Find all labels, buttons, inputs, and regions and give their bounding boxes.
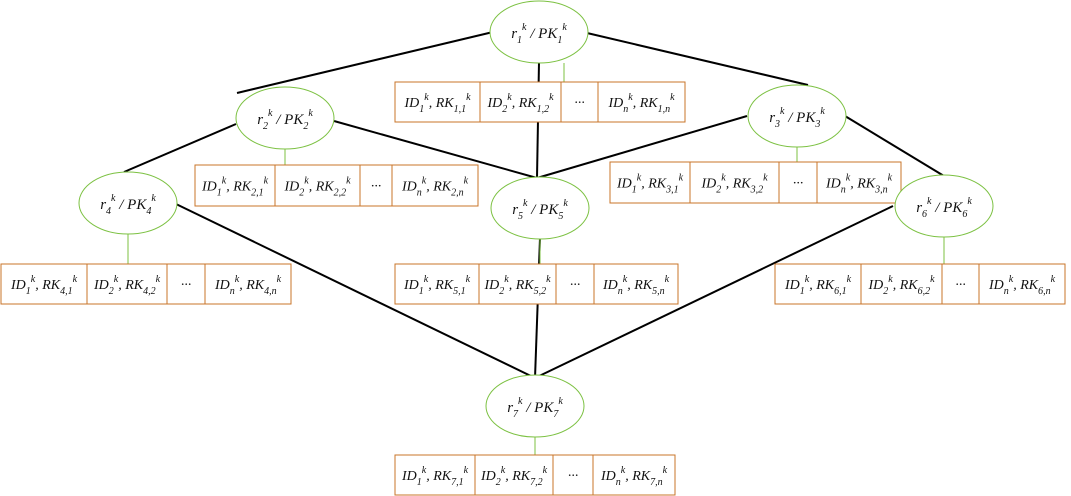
table-cell [609, 161, 691, 204]
table-cell [274, 164, 361, 207]
cell-label: ID2k, RK7,2k [480, 465, 548, 488]
node-label: r1k / PK1k [511, 22, 567, 46]
table-n5: ID1k, RK5,1k ID2k, RK5,2k ··· IDnk, RK5,nk [394, 263, 679, 305]
edge-n2-n5 [333, 120, 538, 179]
cell-label: IDnk, RK2,nk [401, 176, 469, 199]
table-n7: ID1k, RK7,1k ID2k, RK7,2k ··· IDnk, RK7,nk [394, 454, 676, 496]
ellipsis-label: ··· [181, 278, 192, 293]
table-cell [479, 81, 562, 123]
edge-n3-n6 [844, 115, 945, 177]
node-ellipse [747, 84, 847, 148]
cell-label: IDnk, RK5,nk [602, 274, 670, 297]
cell-label: IDnk, RK6,nk [988, 274, 1056, 297]
cell-label: IDnk, RK4,nk [214, 274, 282, 297]
node-n5: r5k / PK5k [490, 176, 590, 240]
ellipsis-label: ··· [570, 278, 581, 293]
table-cell [204, 263, 292, 305]
ellipsis-label: ··· [371, 180, 382, 195]
ellipsis-label: ··· [568, 469, 579, 484]
node-label: r7k / PK7k [507, 396, 563, 420]
edge-n1-n2 [236, 31, 494, 94]
node-n6: r6k / PK6k [894, 174, 994, 238]
edge-n6-n7 [534, 205, 894, 379]
cell-label: ID2k, RK5,2k [483, 274, 551, 297]
table-cell [86, 263, 168, 305]
edge-n2-n4 [123, 123, 237, 173]
ellipsis-label: ··· [793, 177, 804, 192]
cell-label: ID2k, RK1,2k [486, 92, 554, 115]
table-cell [166, 263, 206, 305]
node-label: r6k / PK6k [916, 196, 972, 220]
node-ellipse [78, 171, 178, 235]
table-cell [689, 161, 780, 204]
edge-n3-n5 [536, 115, 748, 179]
node-label: r4k / PK4k [100, 193, 156, 217]
table-cell [592, 454, 676, 496]
table-cell [391, 164, 479, 207]
node-ellipse [490, 176, 590, 240]
node-label: r3k / PK3k [769, 106, 825, 130]
table-cell [816, 161, 902, 204]
cell-label: ID2k, RK4,2k [93, 274, 161, 297]
ellipsis-label: ··· [574, 96, 585, 111]
cell-label: ID2k, RK6,2k [867, 274, 935, 297]
cell-label: ID1k, RK6,1k [784, 274, 852, 297]
table-cell [394, 454, 476, 496]
table-cell [560, 81, 599, 123]
cell-label: ID1k, RK7,1k [401, 465, 469, 488]
table-cell [597, 81, 686, 123]
node-n7: r7k / PK7k [485, 374, 585, 438]
table-cell [593, 263, 679, 305]
node-n3: r3k / PK3k [747, 84, 847, 148]
table-cell [555, 263, 595, 305]
cell-label: ID1k, RK3,1k [616, 173, 684, 196]
node-n2: r2k / PK2k [235, 86, 335, 150]
cell-label: ID2k, RK3,2k [700, 173, 768, 196]
table-cell [552, 454, 594, 496]
cell-label: ID2k, RK2,2k [283, 176, 351, 199]
table-n6: ID1k, RK6,1k ID2k, RK6,2k ··· IDnk, RK6,nk [774, 263, 1066, 305]
cell-label: IDnk, RK7,nk [600, 465, 668, 488]
table-cell [394, 81, 481, 123]
node-ellipse [894, 174, 994, 238]
cell-label: ID1k, RK1,1k [403, 92, 471, 115]
table-cell [478, 263, 557, 305]
cell-label: IDnk, RK3,nk [825, 173, 893, 196]
connectors-layer [127, 63, 945, 455]
edge-n4-n7 [175, 203, 536, 379]
table-cell [394, 263, 480, 305]
node-ellipse [235, 86, 335, 150]
node-label: r5k / PK5k [512, 198, 568, 222]
table-n4: ID1k, RK4,1k ID2k, RK4,2k ··· IDnk, RK4,nk [0, 263, 292, 305]
table-cell [194, 164, 276, 207]
node-n4: r4k / PK4k [78, 171, 178, 235]
ellipsis-label: ··· [955, 278, 966, 293]
edges-layer [123, 31, 945, 379]
table-n3: ID1k, RK3,1k ID2k, RK3,2k ··· IDnk, RK3,nk [609, 161, 902, 204]
node-label: r2k / PK2k [257, 108, 313, 132]
node-ellipse [489, 0, 589, 64]
table-cell [860, 263, 943, 305]
cell-label: ID1k, RK2,1k [201, 176, 269, 199]
cell-label: ID1k, RK4,1k [10, 274, 78, 297]
table-n1: ID1k, RK1,1k ID2k, RK1,2k ··· IDnk, RK1,nk [394, 81, 686, 123]
node-ellipse [485, 374, 585, 438]
nodes-layer: r1k / PK1k r2k / PK2k r3k / PK3k r4k / PK4k… [78, 0, 994, 438]
cell-label: IDnk, RK1,nk [607, 92, 675, 115]
table-cell [978, 263, 1066, 305]
cell-label: ID1k, RK5,1k [403, 274, 471, 297]
edge-n1-n3 [586, 32, 809, 86]
table-cell [359, 164, 393, 207]
edge-n5-n7 [534, 237, 541, 379]
table-cell [0, 263, 88, 305]
table-cell [774, 263, 862, 305]
table-n2: ID1k, RK2,1k ID2k, RK2,2k ··· IDnk, RK2,nk [194, 164, 479, 207]
node-n1: r1k / PK1k [489, 0, 589, 64]
